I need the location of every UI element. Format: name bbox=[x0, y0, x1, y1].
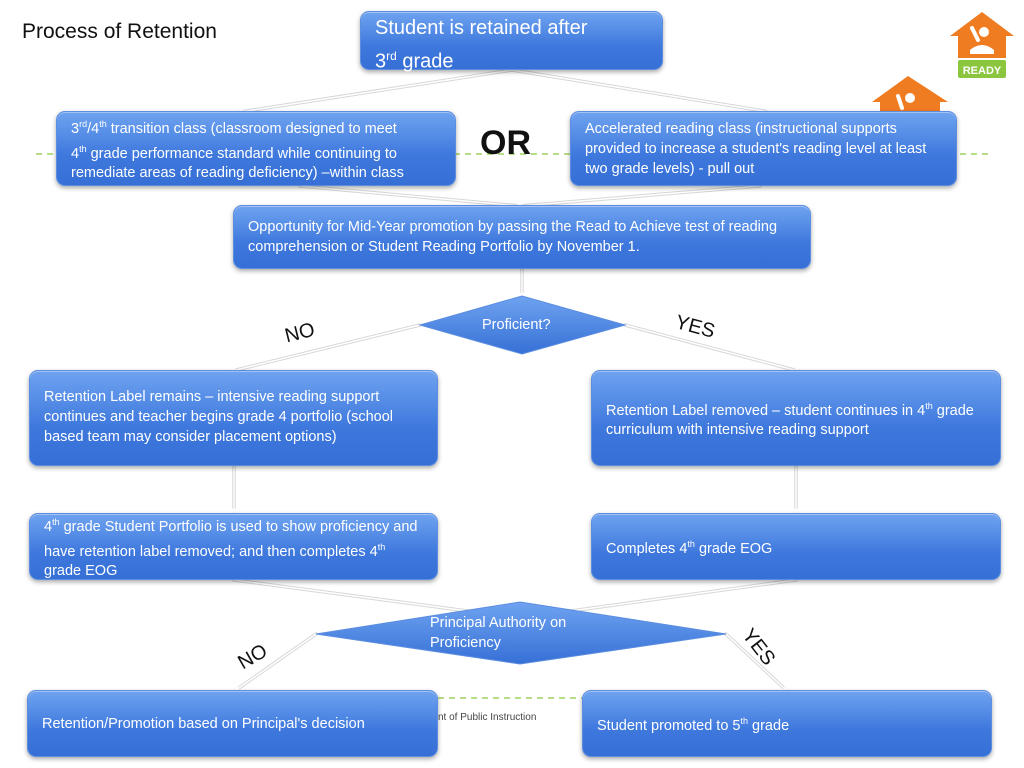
retention-label-remains-box: Retention Label remains – intensive read… bbox=[29, 370, 438, 466]
student-promoted-box: Student promoted to 5th grade bbox=[582, 690, 992, 757]
transition-class-box: 3rd/4th transition class (classroom desi… bbox=[56, 111, 456, 186]
ready-logo-text: READY bbox=[963, 65, 1002, 77]
house-icon bbox=[872, 76, 948, 118]
footer-text: nt of Public Instruction bbox=[438, 712, 537, 723]
top-retained-box: Student is retained after 3rd grade bbox=[360, 11, 663, 73]
page-title: Process of Retention bbox=[22, 20, 217, 43]
ready-logo: READY bbox=[950, 12, 1014, 78]
proficient-diamond bbox=[418, 295, 627, 355]
principal-authority-diamond bbox=[315, 601, 727, 665]
principal-decision-box: Retention/Promotion based on Principal's… bbox=[27, 690, 438, 757]
midyear-promotion-box: Opportunity for Mid-Year promotion by pa… bbox=[233, 205, 811, 269]
principal-authority-label: Principal Authority on Proficiency bbox=[430, 615, 567, 651]
accelerated-reading-box: Accelerated reading class (instructional… bbox=[570, 111, 957, 186]
proficient-label: Proficient? bbox=[482, 317, 551, 333]
student-portfolio-box: 4th grade Student Portfolio is used to s… bbox=[29, 513, 438, 580]
or-label: OR bbox=[480, 124, 531, 162]
retention-label-removed-box: Retention Label removed – student contin… bbox=[591, 370, 1001, 466]
completes-eog-box: Completes 4th grade EOG bbox=[591, 513, 1001, 580]
